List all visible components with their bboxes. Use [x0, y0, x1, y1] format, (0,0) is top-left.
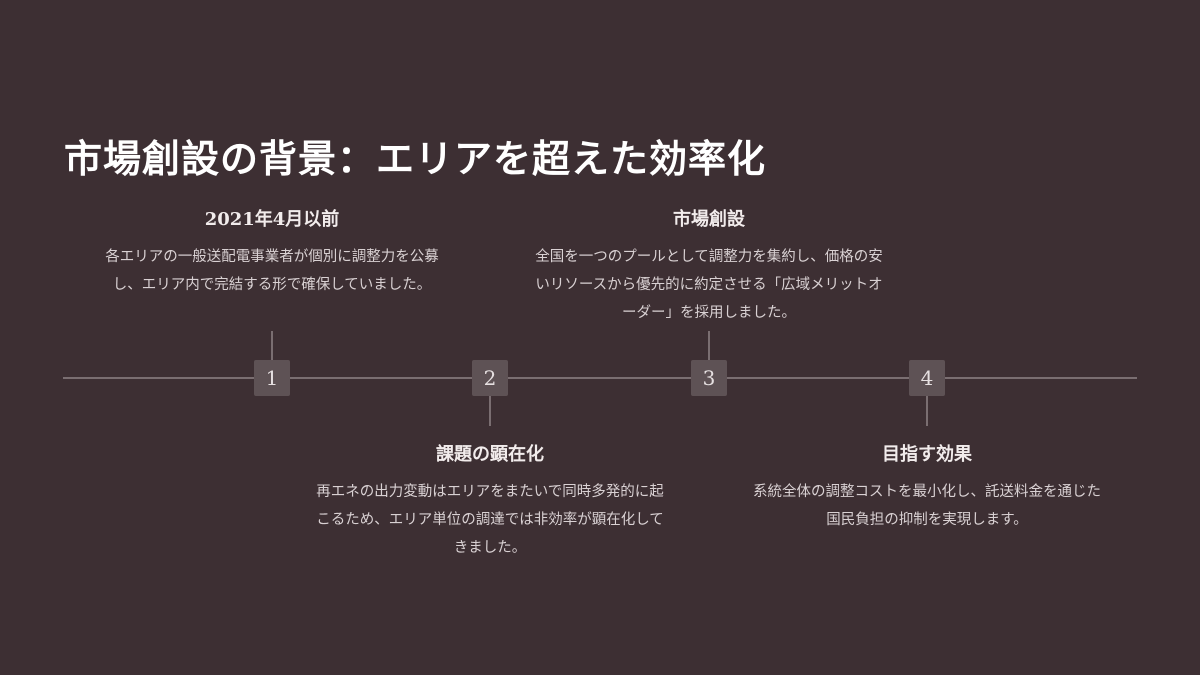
timeline-event-2: 課題の顕在化 再エネの出力変動はエリアをまたいで同時多発的に起 こるため、エリア…: [290, 440, 690, 562]
timeline-connector: [489, 396, 491, 426]
event-description: 各エリアの一般送配電事業者が個別に調整力を公募 し、エリア内で完結する形で確保し…: [72, 243, 472, 299]
timeline-marker-1: 1: [254, 360, 290, 396]
timeline-connector: [708, 331, 710, 361]
event-description-line: ーダー」を採用しました。: [622, 305, 796, 321]
event-description-line: きました。: [453, 540, 527, 556]
event-description-line: こるため、エリア単位の調達では非効率が顕在化して: [316, 512, 664, 528]
event-description-line: いリソースから優先的に約定させる「広域メリットオ: [535, 277, 883, 293]
slide-title: 市場創設の背景：エリアを超えた効率化: [64, 136, 767, 181]
timeline-event-3: 市場創設 全国を一つのプールとして調整力を集約し、価格の安 いリソースから優先的…: [509, 205, 909, 327]
event-title: 課題の顕在化: [436, 444, 544, 465]
event-title: 2021年4月以前: [204, 209, 340, 230]
timeline-connector: [926, 396, 928, 426]
timeline-marker-3: 3: [691, 360, 727, 396]
event-description-line: 国民負担の抑制を実現します。: [826, 512, 1028, 528]
timeline-marker-4: 4: [909, 360, 945, 396]
event-description: 再エネの出力変動はエリアをまたいで同時多発的に起 こるため、エリア単位の調達では…: [290, 478, 690, 562]
timeline-marker-2: 2: [472, 360, 508, 396]
event-description-line: 再エネの出力変動はエリアをまたいで同時多発的に起: [316, 484, 664, 500]
event-description: 全国を一つのプールとして調整力を集約し、価格の安 いリソースから優先的に約定させ…: [509, 243, 909, 327]
event-description: 系統全体の調整コストを最小化し、託送料金を通じた 国民負担の抑制を実現します。: [727, 478, 1127, 534]
event-description-line: 各エリアの一般送配電事業者が個別に調整力を公募: [105, 249, 439, 265]
timeline-event-1: 2021年4月以前 各エリアの一般送配電事業者が個別に調整力を公募 し、エリア内…: [72, 205, 472, 299]
timeline-connector: [271, 331, 273, 361]
event-description-line: 系統全体の調整コストを最小化し、託送料金を通じた: [753, 484, 1101, 500]
event-description-line: し、エリア内で完結する形で確保していました。: [112, 277, 432, 293]
timeline-event-4: 目指す効果 系統全体の調整コストを最小化し、託送料金を通じた 国民負担の抑制を実…: [727, 440, 1127, 534]
event-title: 市場創設: [673, 209, 745, 230]
event-description-line: 全国を一つのプールとして調整力を集約し、価格の安: [535, 249, 883, 265]
event-title: 目指す効果: [882, 444, 972, 465]
timeline-axis: [63, 377, 1137, 379]
